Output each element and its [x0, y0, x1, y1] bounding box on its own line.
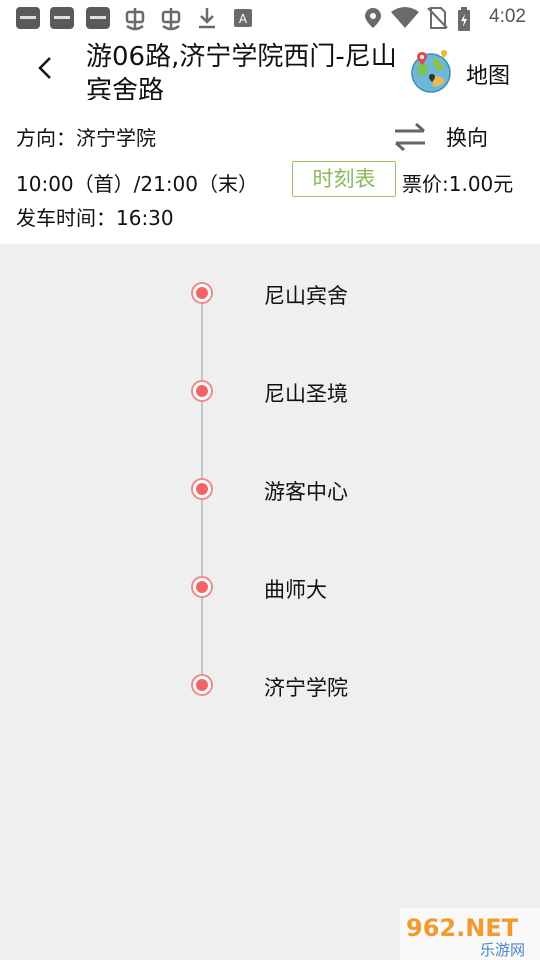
station-name: 曲师大 [264, 578, 327, 602]
station-item[interactable]: 尼山宾舍 [0, 264, 540, 324]
station-item[interactable]: 济宁学院 [0, 656, 540, 716]
map-button-label[interactable]: 地图 [466, 64, 511, 89]
battery-icon [458, 7, 470, 31]
a-badge-icon: A [234, 9, 252, 27]
page-title: 游06路,济宁学院西门-尼山宾舍路 [86, 42, 397, 100]
status-bar: A 4:02 [0, 0, 540, 36]
route-info-panel: 方向：济宁学院 换向 10:00（首）/21:00（末） 时刻表 票价:1.00… [0, 100, 540, 244]
app-icon [16, 7, 40, 29]
svg-text:A: A [239, 12, 248, 26]
top-app-bar: 游06路,济宁学院西门-尼山宾舍路 地图 [0, 36, 540, 100]
swap-direction-label: 换向 [446, 126, 488, 150]
fare-text: 票价:1.00元 [402, 172, 514, 196]
location-icon [365, 8, 381, 28]
watermark-sub-text: 乐游网 [480, 941, 525, 959]
wifi-icon [391, 7, 419, 28]
watermark-main-text: 962.NET [406, 914, 519, 942]
app-icon [50, 7, 74, 29]
station-item[interactable]: 游客中心 [0, 460, 540, 520]
swap-direction-button[interactable]: 换向 [392, 118, 512, 154]
title-container: 游06路,济宁学院西门-尼山宾舍路 [86, 40, 404, 100]
direction-label: 方向：济宁学院 [16, 126, 156, 150]
station-name: 济宁学院 [264, 676, 348, 700]
globe-map-icon[interactable] [408, 48, 454, 94]
bug-icon [161, 8, 181, 31]
station-name: 尼山宾舍 [264, 284, 348, 308]
service-hours: 10:00（首）/21:00（末） [16, 172, 259, 196]
station-name: 尼山圣境 [264, 382, 348, 406]
station-dot-icon [191, 576, 213, 598]
station-dot-icon [191, 478, 213, 500]
departure-time: 发车时间：16:30 [16, 206, 174, 230]
station-item[interactable]: 尼山圣境 [0, 362, 540, 422]
station-dot-icon [191, 282, 213, 304]
station-name: 游客中心 [264, 480, 348, 504]
clock-time: 4:02 [489, 6, 526, 27]
station-dot-icon [191, 380, 213, 402]
station-item[interactable]: 曲师大 [0, 558, 540, 618]
timetable-button[interactable]: 时刻表 [292, 161, 396, 197]
watermark-logo: 962.NET 乐游网 [400, 908, 540, 960]
station-dot-icon [191, 674, 213, 696]
swap-arrows-icon [395, 122, 425, 152]
download-icon [199, 8, 215, 29]
bug-icon [125, 8, 145, 31]
app-icon [86, 7, 110, 29]
station-list: 尼山宾舍 尼山圣境 游客中心 曲师大 济宁学院 [0, 244, 540, 960]
no-sim-icon [427, 7, 448, 29]
back-button[interactable] [26, 48, 66, 88]
